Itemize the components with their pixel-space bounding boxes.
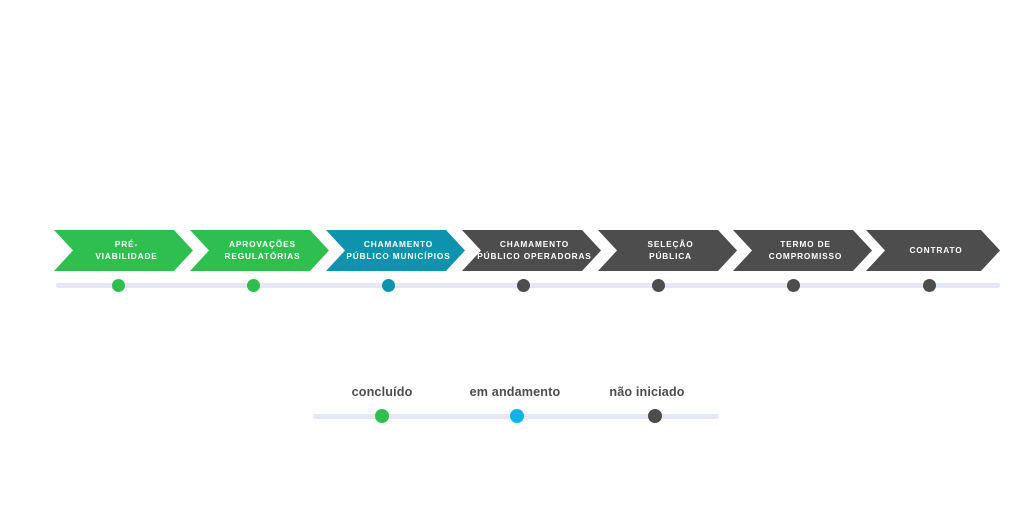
legend-dot [375,409,389,423]
process-stage-label: CHAMAMENTO PÚBLICO OPERADORAS [477,239,592,261]
process-stage[interactable]: CHAMAMENTO PÚBLICO MUNICÍPIOS [326,230,465,271]
process-stage[interactable]: CONTRATO [866,230,1000,271]
process-stage[interactable]: APROVAÇÕES REGULATÓRIAS [190,230,329,271]
process-stage-dot[interactable] [516,279,530,292]
process-stage-label: CHAMAMENTO PÚBLICO MUNICÍPIOS [346,239,451,261]
legend-dot [510,409,524,423]
process-stage-dot[interactable] [246,279,260,292]
process-stage-label: APROVAÇÕES REGULATÓRIAS [224,239,301,261]
legend-label: em andamento [469,385,561,399]
process-stages-row: PRÉ- VIABILIDADE APROVAÇÕES REGULATÓRIAS C… [54,230,1000,271]
process-stage-label: PRÉ- VIABILIDADE [95,239,158,261]
legend-label: não iniciado [609,385,685,399]
process-stage-label: TERMO DE COMPROMISSO [768,239,843,261]
process-stage-dot[interactable] [111,279,125,292]
process-stage[interactable]: SELEÇÃO PÚBLICA [598,230,737,271]
process-stage-label: CONTRATO [909,244,963,255]
process-stage-dot[interactable] [651,279,665,292]
process-stage-dot[interactable] [381,279,395,292]
process-stage[interactable]: CHAMAMENTO PÚBLICO OPERADORAS [462,230,601,271]
process-stage[interactable]: TERMO DE COMPROMISSO [733,230,872,271]
process-stage[interactable]: PRÉ- VIABILIDADE [54,230,193,271]
legend-dot [648,409,662,423]
process-stage-dot[interactable] [786,279,800,292]
process-stage-label: SELEÇÃO PÚBLICA [647,239,694,261]
legend-label: concluído [351,385,413,399]
process-stage-dot[interactable] [922,279,936,292]
